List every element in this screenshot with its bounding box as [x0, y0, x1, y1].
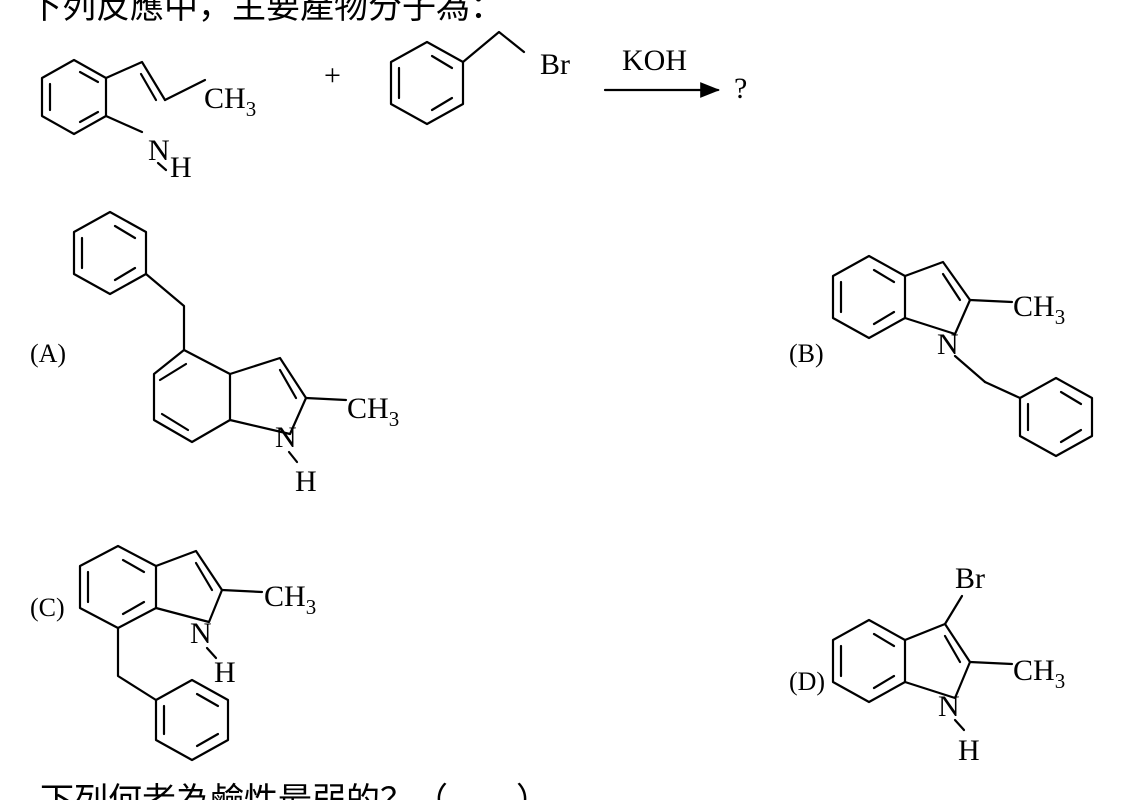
ch3-label: CH3	[204, 82, 256, 121]
nitrogen-label: N	[148, 134, 170, 167]
ch3-label: CH3	[1013, 290, 1065, 329]
option-c-label: (C)	[30, 593, 65, 622]
nitrogen-label: N	[190, 617, 212, 650]
option-b-label: (B)	[789, 339, 824, 368]
question-footer-text: 下列何者為鹼性最弱的？（ ）	[40, 782, 550, 800]
option-d-label: (D)	[789, 667, 825, 696]
bromine-label: Br	[540, 48, 570, 81]
hydrogen-label: H	[958, 734, 980, 767]
unknown-product-mark: ?	[734, 72, 747, 105]
question-header-text: 下列反應中，主要產物分子為：	[28, 0, 504, 26]
option-d-structure: CH3 Br N H	[831, 562, 1065, 767]
bromine-label: Br	[955, 562, 985, 595]
ch3-label: CH3	[264, 580, 316, 619]
option-a-structure: CH3 N H	[72, 210, 399, 498]
reactant-2-methylindole: CH3 N H	[40, 58, 256, 184]
ch3-label: CH3	[1013, 654, 1065, 693]
option-a-label: (A)	[30, 339, 66, 368]
option-c-structure: CH3 N H	[78, 544, 316, 762]
option-b-structure: CH3 N	[831, 254, 1094, 458]
hydrogen-label: H	[295, 465, 317, 498]
nitrogen-label: N	[938, 690, 960, 723]
nitrogen-label: N	[937, 328, 959, 361]
reaction-arrow: KOH	[603, 44, 720, 98]
reactant-benzyl-bromide: Br	[389, 30, 570, 126]
plus-sign: +	[324, 59, 341, 92]
hydrogen-label: H	[214, 656, 236, 689]
hydrogen-label: H	[170, 151, 192, 184]
nitrogen-label: N	[275, 421, 297, 454]
indole-skeleton	[40, 58, 167, 136]
ch3-label: CH3	[347, 392, 399, 431]
reagent-koh-label: KOH	[622, 44, 687, 77]
